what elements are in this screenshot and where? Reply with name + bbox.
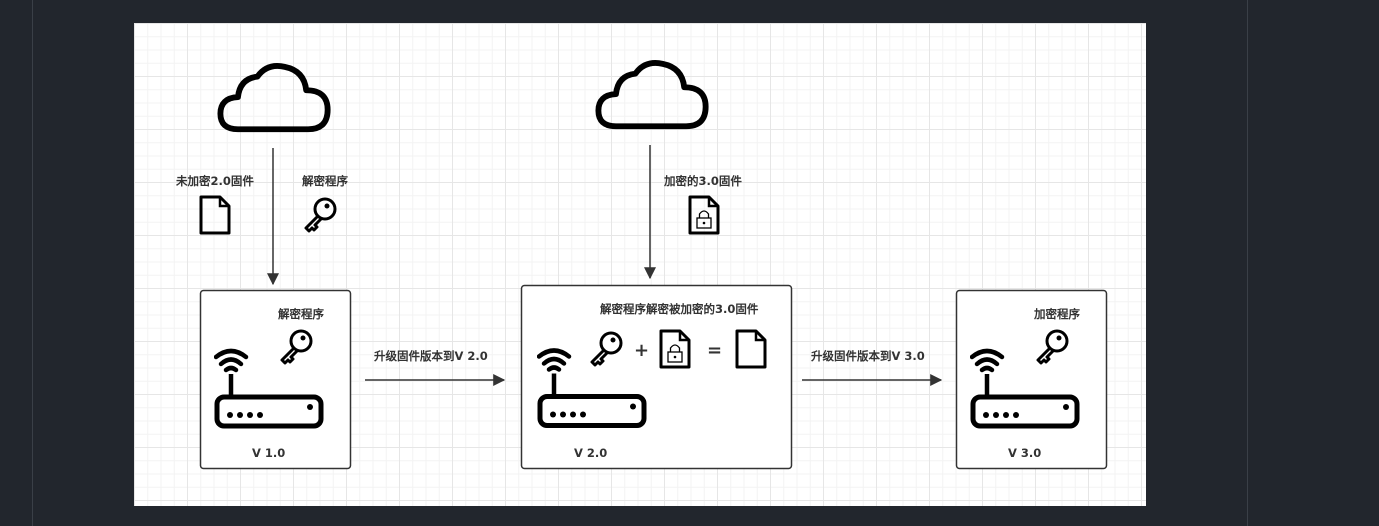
version-label: V 3.0 <box>1008 446 1041 460</box>
upgrade-v3-label: 升级固件版本到V 3.0 <box>811 349 925 363</box>
v1-decrypt-tool-label: 解密程序 <box>278 307 324 321</box>
v3-encrypt-tool-label: 加密程序 <box>1033 307 1080 321</box>
cloud-icon <box>598 63 705 126</box>
decrypt-tool-label: 解密程序 <box>302 174 348 188</box>
v2-process-label: 解密程序解密被加密的3.0固件 <box>600 302 759 316</box>
cloud-icon <box>220 66 327 129</box>
encrypted-firmware-label: 加密的3.0固件 <box>663 174 742 188</box>
plus-sign: + <box>634 340 649 361</box>
file-icon <box>199 195 231 235</box>
content-border-right <box>1247 0 1248 526</box>
device-v2-box <box>520 284 793 470</box>
key-icon <box>304 197 337 233</box>
content-border-left <box>32 0 33 526</box>
version-label: V 2.0 <box>574 446 607 460</box>
unencrypted-firmware-label: 未加密2.0固件 <box>175 174 254 188</box>
version-label: V 1.0 <box>252 446 285 460</box>
locked-file-icon <box>688 195 720 235</box>
firmware-upgrade-diagram: 未加密2.0固件 解密程序 解密程序 V 1.0 升级固件版本到V 2.0 加密… <box>134 23 1146 506</box>
upgrade-v2-label: 升级固件版本到V 2.0 <box>374 349 488 363</box>
device-v1-box <box>199 289 352 470</box>
device-v3-box <box>955 289 1108 470</box>
equals-sign: = <box>707 340 722 361</box>
